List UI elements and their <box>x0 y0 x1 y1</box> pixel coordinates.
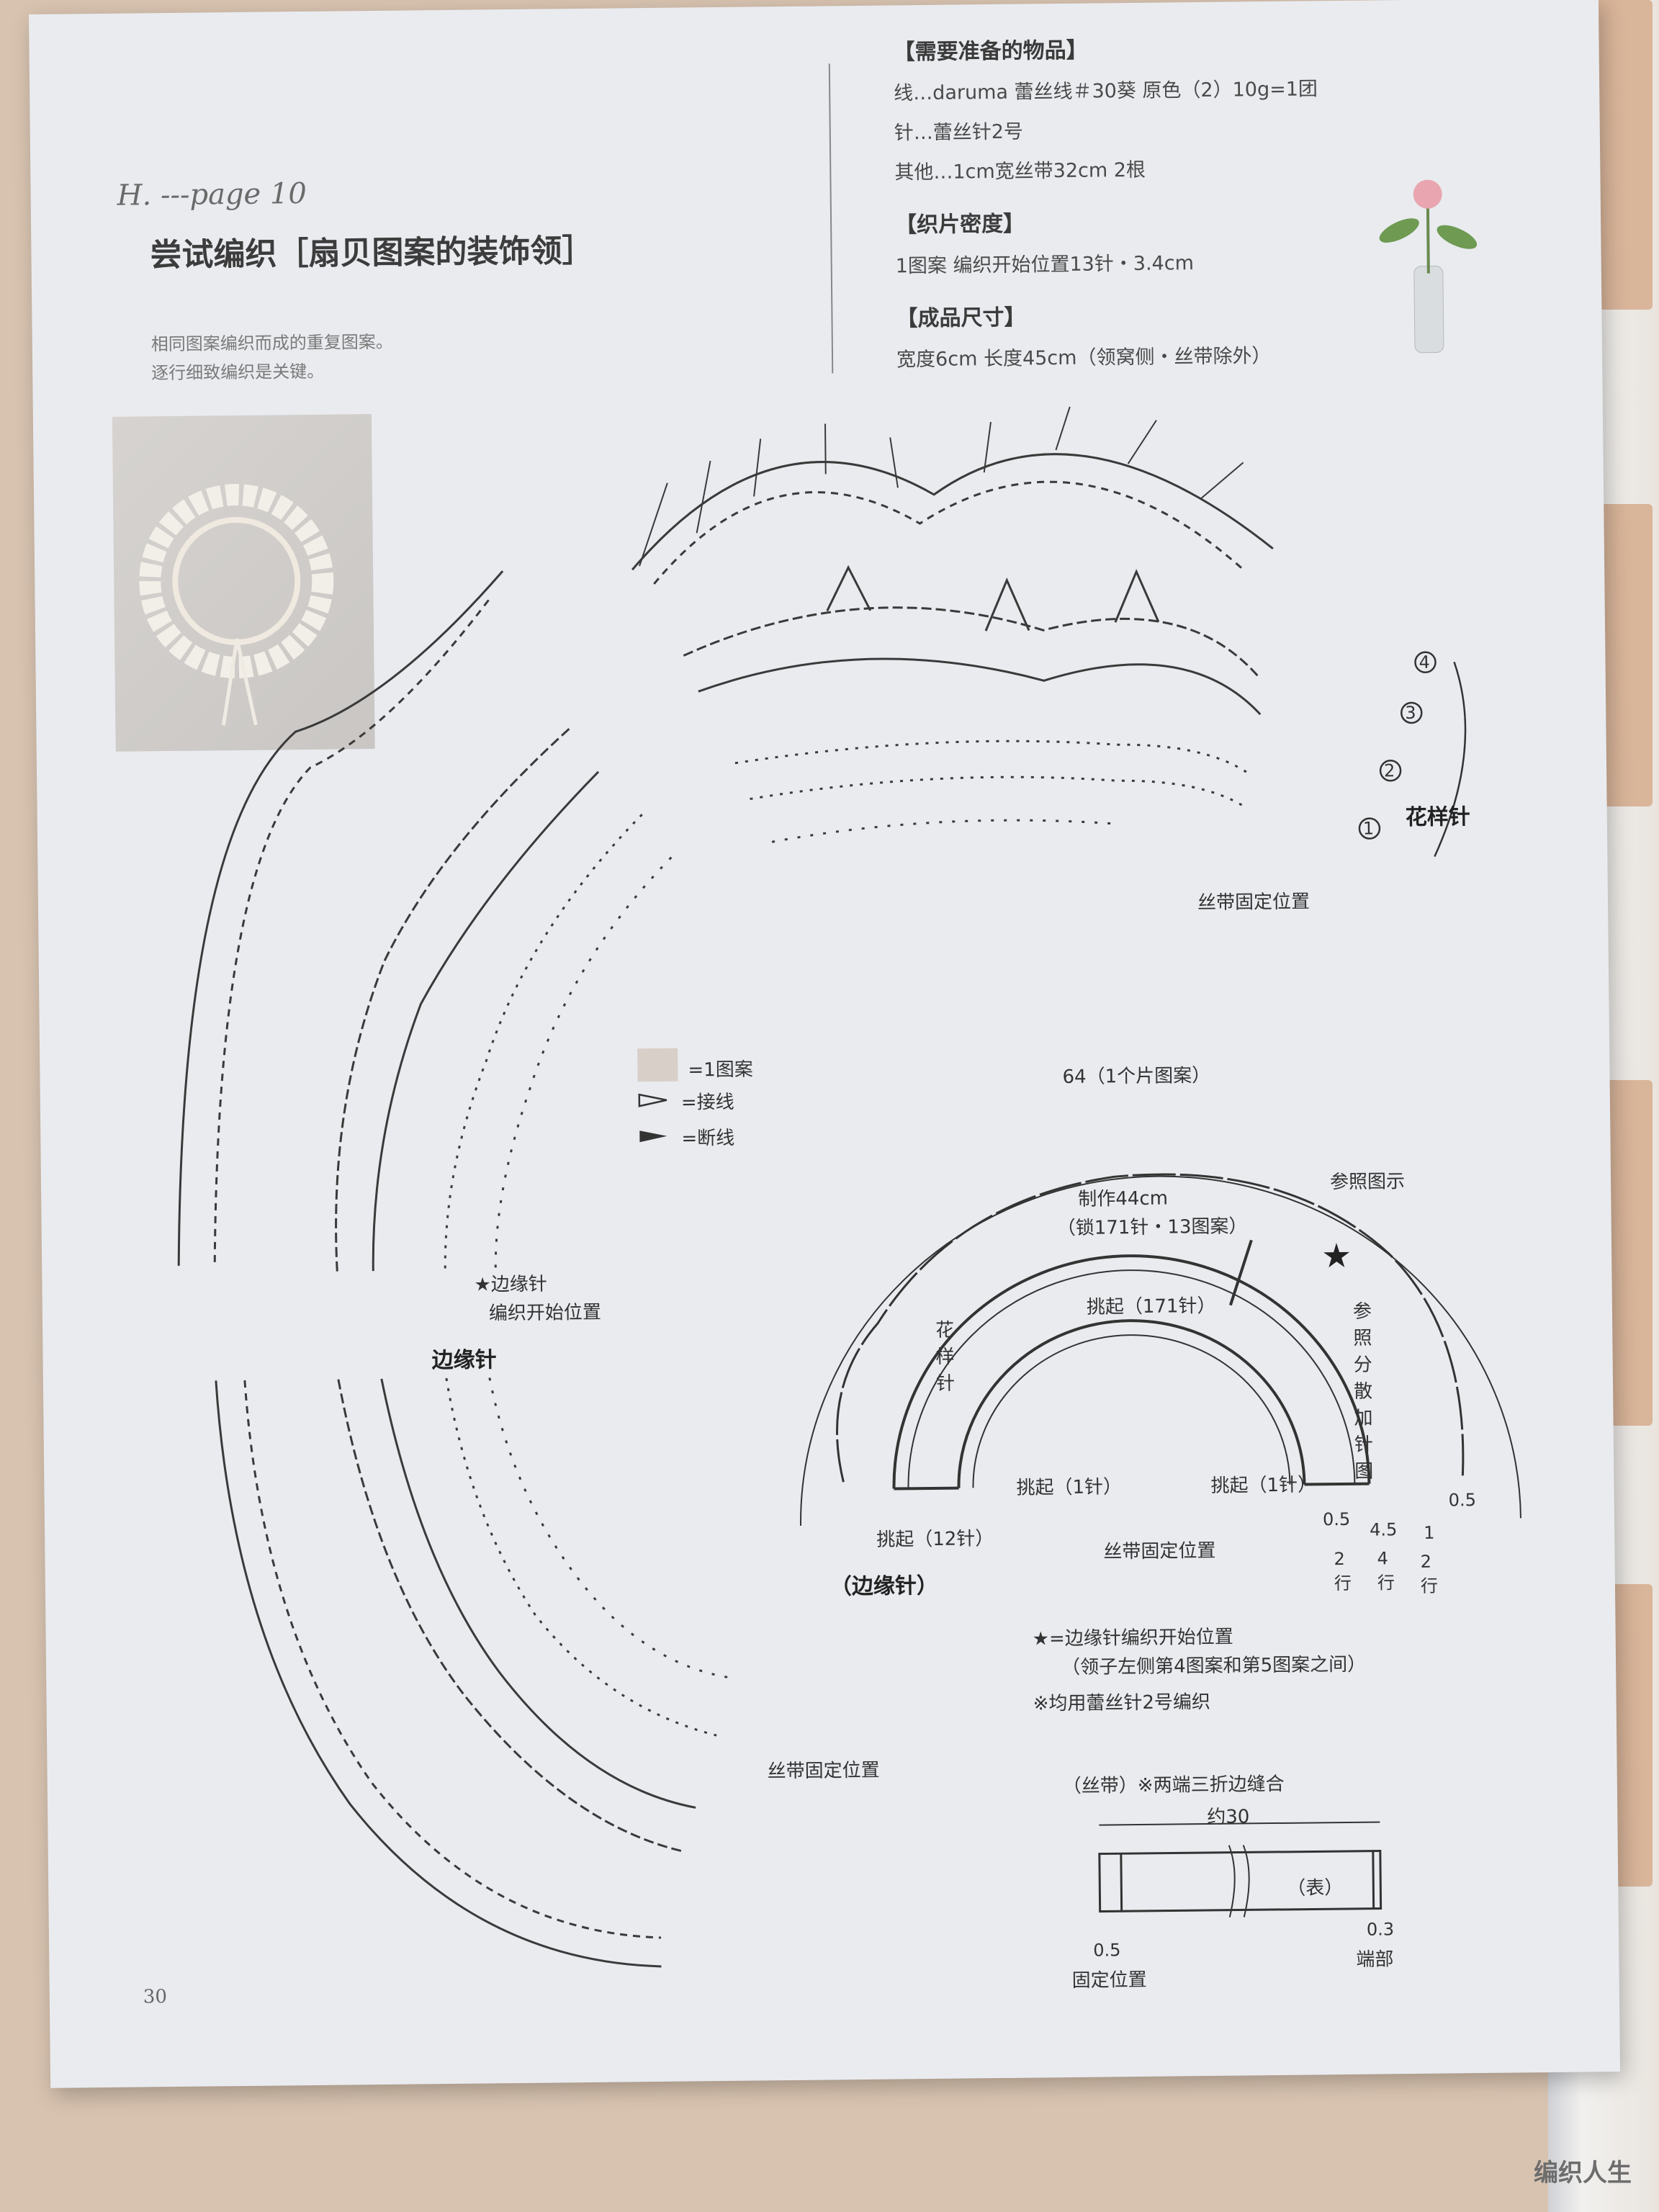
schematic-make-detail: （锁171针・13图案） <box>1056 1215 1248 1240</box>
join-icon <box>638 1093 667 1107</box>
ribbon-label-right: 端部 <box>1356 1948 1394 1971</box>
page-number: 30 <box>143 1986 168 2008</box>
rows-2-a: 2行 <box>1334 1548 1352 1594</box>
materials-yarn: 线…daruma 蕾丝线＃30葵 原色（2）10g=1团 <box>894 78 1318 105</box>
row-2-label: 2 <box>1383 760 1395 781</box>
ribbon-position-top-label: 丝带固定位置 <box>1197 891 1310 914</box>
gauge-heading: 【织片密度】 <box>894 211 1025 238</box>
schematic-pickup-12: 挑起（12针） <box>876 1528 994 1551</box>
schematic-increase-ref: 参照分散加针图 <box>1352 1300 1374 1483</box>
pattern-chart-left <box>177 570 731 1968</box>
schematic-top-dimension: 64（1个片图案） <box>1062 1064 1211 1089</box>
ribbon-position-left-label: 丝带固定位置 <box>767 1759 880 1783</box>
schematic-ribbon-position: 丝带固定位置 <box>1103 1539 1216 1563</box>
gauge-text: 1图案 编织开始位置13针・3.4cm <box>895 252 1195 278</box>
edge-stitch-label: 边缘针 <box>431 1347 497 1374</box>
schematic-reference-chart: 参照图示 <box>1329 1171 1406 1194</box>
note-star: ★=边缘针编织开始位置 <box>1032 1626 1233 1650</box>
subtitle-line-1: 相同图案编织而成的重复图案。 <box>150 331 393 355</box>
rose-vase-image <box>1379 179 1478 354</box>
materials-other: 其他…1cm宽丝带32cm 2根 <box>894 158 1146 184</box>
rows-2-b: 2行 <box>1420 1551 1439 1596</box>
schematic-pickup-1-right: 挑起（1针） <box>1210 1474 1317 1497</box>
schematic-pickup-1-left: 挑起（1针） <box>1016 1476 1123 1499</box>
cut-icon <box>639 1130 667 1143</box>
subtitle-line-2: 逐行细致编织是关键。 <box>151 361 325 384</box>
book-page: H. ---page 10 尝试编织［扇贝图案的装饰领］ 相同图案编织而成的重复… <box>29 0 1621 2088</box>
legend-cut: =断线 <box>681 1127 735 1150</box>
materials-hook: 针…蕾丝针2号 <box>894 120 1024 145</box>
script-title: H. ---page 10 <box>117 176 307 212</box>
ribbon-title: （丝带）※两端三折边缝合 <box>1062 1773 1285 1798</box>
dim-4-5: 4.5 <box>1369 1519 1398 1540</box>
dim-0-5-right: 0.5 <box>1448 1490 1477 1511</box>
rows-4: 4行 <box>1377 1548 1395 1593</box>
ribbon-diagram <box>1098 1821 1382 1917</box>
dim-0-5: 0.5 <box>1322 1509 1351 1530</box>
schematic-make-length: 制作44cm <box>1078 1187 1169 1210</box>
edge-start-label: ★边缘针 <box>474 1273 547 1296</box>
ribbon-length: 约30 <box>1207 1806 1250 1829</box>
row-3-label: 3 <box>1405 702 1416 724</box>
size-text: 宽度6cm 长度45cm（领窝侧・丝带除外） <box>896 344 1272 372</box>
legend-join: =接线 <box>680 1091 734 1114</box>
divider <box>828 63 834 374</box>
row-markers <box>1358 651 1467 858</box>
ribbon-dim-left: 0.5 <box>1093 1940 1121 1961</box>
schematic-edge-stitch: （边缘针） <box>830 1573 939 1600</box>
ribbon-dim-right: 0.3 <box>1366 1919 1395 1940</box>
page-title: 尝试编织［扇贝图案的装饰领］ <box>150 232 594 274</box>
schematic-pickup-171: 挑起（171针） <box>1086 1295 1216 1318</box>
pattern-stitch-label: 花样针 <box>1405 804 1470 831</box>
pattern-chart-top <box>631 406 1274 843</box>
legend-one-pattern: =1图案 <box>688 1058 753 1082</box>
one-pattern-swatch <box>637 1048 678 1082</box>
row-4-label: 4 <box>1419 652 1430 673</box>
materials-heading: 【需要准备的物品】 <box>893 37 1088 66</box>
ribbon-label-left: 固定位置 <box>1071 1969 1147 1992</box>
note-star-detail: （领子左侧第4图案和第5图案之间） <box>1061 1653 1367 1679</box>
watermark: 编织人生 <box>1534 2159 1632 2188</box>
ribbon-face: （表） <box>1287 1877 1344 1899</box>
collar-photo <box>112 414 375 752</box>
edge-start-label-2: 编织开始位置 <box>488 1301 602 1325</box>
size-heading: 【成品尺寸】 <box>896 305 1026 332</box>
schematic-pattern-stitch: 花样针 <box>935 1319 956 1395</box>
note-hook: ※均用蕾丝针2号编织 <box>1033 1691 1211 1715</box>
collar-schematic <box>800 1173 1521 1526</box>
dim-1: 1 <box>1424 1522 1435 1543</box>
row-1-label: 1 <box>1362 818 1375 839</box>
